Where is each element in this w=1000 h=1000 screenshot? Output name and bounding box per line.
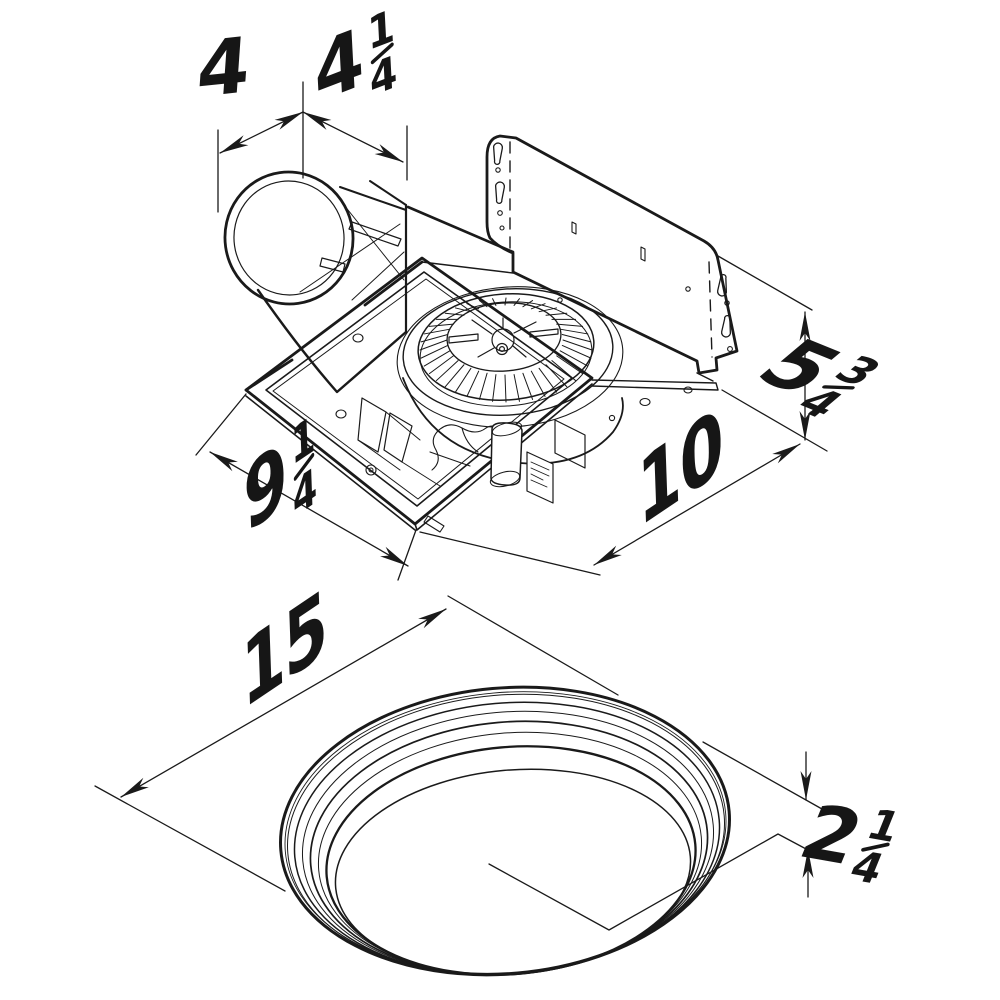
dim-housing-length (419, 443, 801, 576)
keyhole-slots (491, 142, 733, 339)
dim-value: 4 (194, 19, 252, 116)
blower-wheel (396, 286, 624, 465)
dim-duct (217, 81, 408, 213)
bracket-holes (495, 167, 733, 422)
dim-housing-height (717, 255, 828, 452)
fraction: 1 4 (289, 403, 319, 530)
wheel-hub (448, 317, 559, 358)
mounting-bracket (485, 134, 739, 422)
dim-label-duct-offset: 4 (194, 19, 252, 116)
dim-grille-height (488, 741, 824, 931)
leader-line (488, 833, 824, 931)
dim-grille-diameter (94, 595, 619, 892)
warning-label (526, 451, 554, 504)
grille-rings (279, 685, 731, 977)
housing-interior-parts (335, 397, 586, 504)
dim-housing-depth (195, 393, 417, 581)
grille-view (94, 595, 824, 977)
housing-rim (244, 256, 719, 533)
fan-housing-view (195, 81, 828, 581)
blower-vanes (419, 297, 593, 403)
fraction: 1 4 (366, 0, 399, 107)
duct-collar (223, 170, 515, 394)
